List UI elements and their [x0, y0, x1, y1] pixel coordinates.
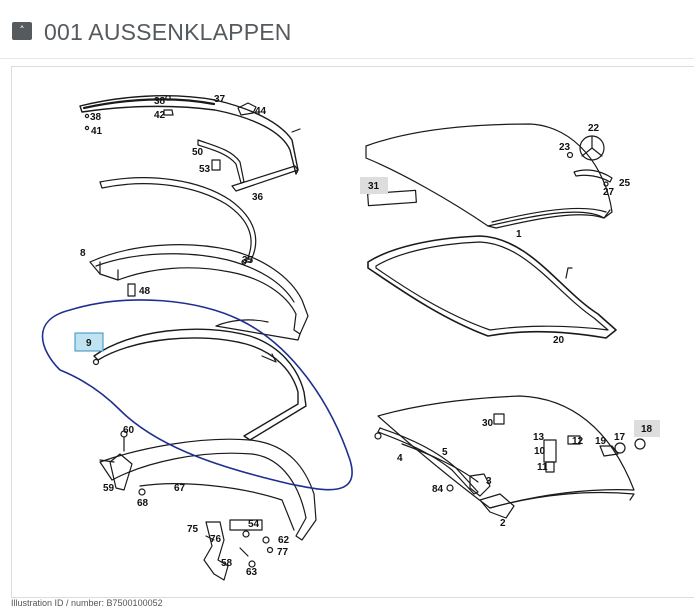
- label-20[interactable]: 20: [553, 335, 565, 346]
- part-nut-68: [138, 488, 146, 496]
- label-10[interactable]: 10: [534, 446, 546, 457]
- label-18[interactable]: 18: [641, 424, 653, 435]
- illustration-id-footer: Illustration ID / number: B7500100052: [11, 598, 163, 608]
- label-2[interactable]: 2: [500, 518, 506, 529]
- collapse-button[interactable]: ˄: [12, 22, 32, 40]
- part-block-53: [211, 159, 221, 171]
- part-handle-19: [599, 445, 619, 457]
- label-9[interactable]: 9: [86, 338, 92, 349]
- part-lock-3: [469, 473, 491, 497]
- part-bracket-12: [567, 435, 581, 445]
- label-17[interactable]: 17: [614, 432, 626, 443]
- part-plate-31: [367, 189, 417, 207]
- part-hinge-assembly: [203, 521, 229, 581]
- label-25[interactable]: 25: [619, 178, 631, 189]
- part-hinge-59: [109, 453, 133, 491]
- label-36[interactable]: 36: [252, 192, 264, 203]
- part-trunk-lid-1: [365, 123, 613, 229]
- label-8[interactable]: 8: [80, 248, 86, 259]
- part-clip-38: [165, 95, 171, 101]
- label-44[interactable]: 44: [255, 106, 267, 117]
- label-75[interactable]: 75: [187, 524, 199, 535]
- label-50[interactable]: 50: [192, 147, 204, 158]
- part-bracket-44: [237, 102, 257, 116]
- part-seal-9: [93, 328, 307, 441]
- part-seal-20: [367, 235, 617, 339]
- label-58[interactable]: 58: [221, 558, 233, 569]
- label-35[interactable]: 35: [242, 255, 254, 266]
- part-latch-2: [479, 493, 515, 519]
- label-12[interactable]: 12: [572, 436, 584, 447]
- highlight-marker-18: [634, 420, 660, 437]
- label-37[interactable]: 37: [214, 94, 226, 105]
- diagram-frame: [11, 66, 694, 598]
- part-rod-5: [401, 443, 479, 483]
- label-76[interactable]: 76: [210, 534, 222, 545]
- label-38[interactable]: 38: [90, 112, 102, 123]
- part-knob-17: [614, 442, 626, 454]
- highlight-marker-31: [360, 177, 388, 194]
- part-strip-37: [79, 95, 299, 175]
- label-84[interactable]: 84: [432, 484, 444, 495]
- part-rod-4: [377, 427, 479, 495]
- label-62[interactable]: 62: [278, 535, 290, 546]
- part-handle-25: [573, 169, 613, 183]
- part-strip-36: [231, 165, 299, 192]
- part-trunk-floor: [377, 395, 635, 509]
- label-30[interactable]: 30: [482, 418, 494, 429]
- label-22[interactable]: 22: [588, 123, 600, 134]
- label-11[interactable]: 11: [537, 462, 548, 473]
- part-labels: 38 42 37 44 38 41 50 53 36 8 35 48 9 60 …: [80, 94, 653, 578]
- label-53[interactable]: 53: [199, 164, 211, 175]
- label-19[interactable]: 19: [595, 436, 607, 447]
- label-59[interactable]: 59: [103, 483, 115, 494]
- label-67[interactable]: 67: [174, 483, 186, 494]
- label-38[interactable]: 38: [154, 96, 166, 107]
- label-27[interactable]: 27: [603, 187, 615, 198]
- label-54[interactable]: 54: [248, 519, 260, 530]
- label-60[interactable]: 60: [123, 425, 135, 436]
- part-lid-frame-67: [99, 438, 317, 541]
- label-5[interactable]: 5: [442, 447, 448, 458]
- part-clip-42: [163, 109, 174, 116]
- label-41[interactable]: 41: [91, 126, 103, 137]
- part-pad-48: [127, 283, 136, 297]
- label-77[interactable]: 77: [277, 547, 289, 558]
- label-3[interactable]: 3: [486, 476, 492, 487]
- label-23[interactable]: 23: [559, 142, 571, 153]
- annotation-loop: [41, 299, 353, 491]
- part-lock-cylinder-10: [543, 439, 557, 463]
- part-strip-35: [99, 177, 257, 263]
- label-4[interactable]: 4: [397, 453, 403, 464]
- label-42[interactable]: 42: [154, 110, 166, 121]
- caret-up-icon: ˄: [19, 24, 25, 37]
- label-13[interactable]: 13: [533, 432, 545, 443]
- part-rod-50: [197, 139, 245, 184]
- label-48[interactable]: 48: [139, 286, 151, 297]
- label-68[interactable]: 68: [137, 498, 149, 509]
- label-63[interactable]: 63: [246, 567, 258, 578]
- section-header: ˄ 001 AUSSENKLAPPEN: [0, 0, 694, 59]
- part-cap-30: [493, 413, 505, 425]
- section-title: 001 AUSSENKLAPPEN: [44, 19, 292, 45]
- highlight-marker-9: [74, 332, 104, 352]
- label-1[interactable]: 1: [516, 229, 522, 240]
- label-31[interactable]: 31: [368, 181, 380, 192]
